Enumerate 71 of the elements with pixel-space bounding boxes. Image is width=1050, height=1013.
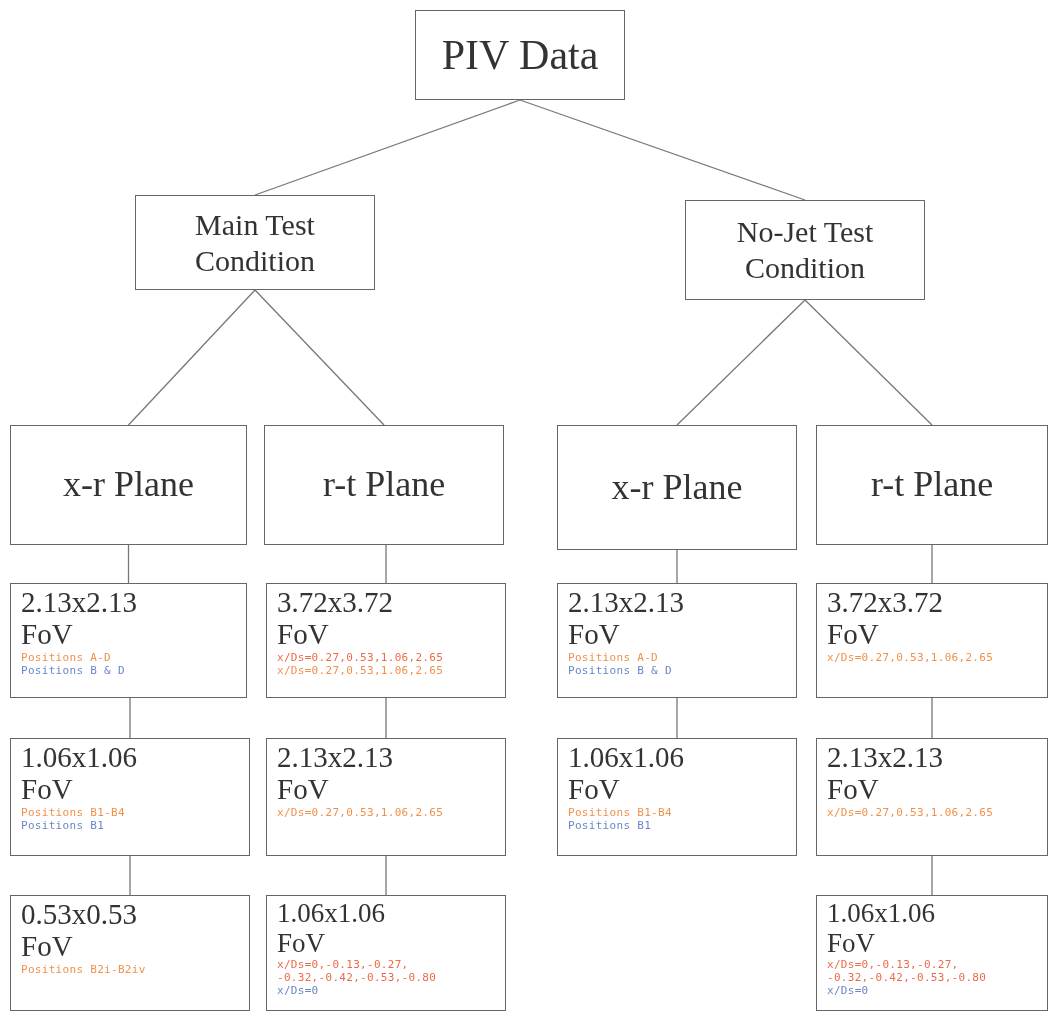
- position-note: x/Ds=0.27,0.53,1.06,2.65: [827, 650, 995, 664]
- node-title: 1.06x1.06 FoV: [827, 898, 936, 959]
- node-title: No-Jet Test Condition: [735, 214, 875, 286]
- process-box: [266, 738, 506, 856]
- position-note: x/Ds=0,-0.13,-0.27, -0.32,-0.42,-0.53,-0.80: [827, 958, 988, 985]
- process-box: [557, 738, 797, 856]
- process-box: [415, 10, 625, 100]
- connector-line: [129, 697, 131, 739]
- node-title: 2.13x2.13 FoV: [568, 586, 685, 651]
- position-note: Positions B1: [568, 818, 653, 832]
- node-title: 2.13x2.13 FoV: [827, 741, 944, 806]
- position-note: x/Ds=0.27,0.53,1.06,2.65: [277, 650, 445, 664]
- process-box: [10, 425, 247, 545]
- process-box: [266, 895, 506, 1011]
- node-title: r-t Plane: [869, 463, 995, 507]
- connector-line: [931, 544, 933, 584]
- process-box: [816, 583, 1048, 698]
- node-title: Main Test Condition: [194, 206, 316, 279]
- node-title: r-t Plane: [321, 463, 447, 507]
- process-box: [816, 425, 1048, 545]
- connector-line: [127, 289, 256, 426]
- process-box: [264, 425, 504, 545]
- node-title: 2.13x2.13 FoV: [277, 741, 394, 806]
- node-title: 2.13x2.13 FoV: [21, 586, 138, 651]
- position-note: Positions A-D: [21, 650, 112, 664]
- connector-line: [127, 544, 130, 584]
- position-note: Positions B2i-B2iv: [21, 962, 147, 976]
- connector-line: [519, 99, 806, 201]
- connector-line: [254, 289, 385, 426]
- position-note: Positions B & D: [568, 663, 673, 677]
- process-box: [266, 583, 506, 698]
- connector-line: [385, 855, 387, 896]
- node-title: 1.06x1.06 FoV: [568, 741, 685, 806]
- process-box: [816, 738, 1048, 856]
- position-note: Positions B1-B4: [568, 805, 673, 819]
- connector-line: [804, 299, 933, 426]
- node-title: PIV Data: [440, 30, 600, 80]
- position-note: x/Ds=0.27,0.53,1.06,2.65: [277, 663, 445, 677]
- process-box: [10, 895, 250, 1011]
- connector-line: [129, 855, 131, 896]
- connector-line: [931, 855, 933, 896]
- connector-line: [676, 697, 678, 739]
- node-title: x-r Plane: [62, 463, 195, 507]
- node-title: 1.06x1.06 FoV: [277, 898, 386, 959]
- process-box: [557, 583, 797, 698]
- position-note: x/Ds=0: [277, 984, 320, 998]
- connector-line: [385, 697, 387, 739]
- connector-line: [254, 99, 521, 196]
- process-box: [816, 895, 1048, 1011]
- position-note: Positions B1-B4: [21, 805, 126, 819]
- node-title: 3.72x3.72 FoV: [277, 586, 394, 651]
- position-note: x/Ds=0: [827, 984, 870, 998]
- process-box: [135, 195, 375, 290]
- process-box: [10, 583, 247, 698]
- process-box: [685, 200, 925, 300]
- position-note: x/Ds=0.27,0.53,1.06,2.65: [827, 805, 995, 819]
- position-note: Positions A-D: [568, 650, 659, 664]
- node-title: x-r Plane: [610, 465, 744, 509]
- connector-line: [676, 549, 678, 584]
- position-note: Positions B1: [21, 818, 106, 832]
- process-box: [557, 425, 797, 550]
- connector-line: [931, 697, 933, 739]
- position-note: x/Ds=0,-0.13,-0.27, -0.32,-0.42,-0.53,-0.80: [277, 958, 438, 985]
- connector-line: [676, 299, 806, 426]
- node-title: 3.72x3.72 FoV: [827, 586, 944, 651]
- position-note: Positions B & D: [21, 663, 126, 677]
- process-box: [10, 738, 250, 856]
- connector-line: [385, 544, 387, 584]
- node-title: 1.06x1.06 FoV: [21, 741, 138, 806]
- node-title: 0.53x0.53 FoV: [21, 898, 138, 963]
- position-note: x/Ds=0.27,0.53,1.06,2.65: [277, 805, 445, 819]
